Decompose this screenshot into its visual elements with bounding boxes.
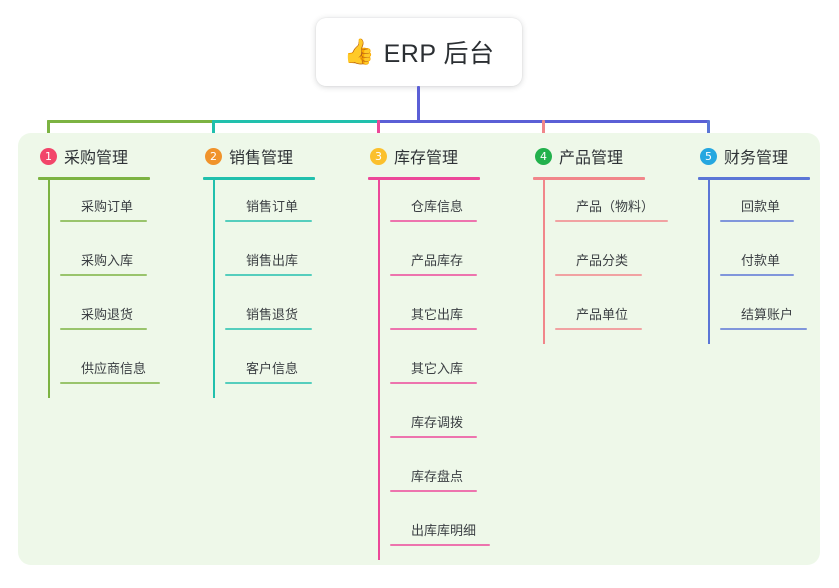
module-header-3[interactable]: 3 库存管理 [366,144,458,168]
root-node-card[interactable]: 👍 ERP 后台 [316,18,522,86]
module-item-label: 供应商信息 [81,361,147,376]
module-item-label: 其它出库 [411,307,464,322]
module-item-underline [720,274,794,276]
module-spine [48,180,50,398]
module-item-label: 其它入库 [411,361,464,376]
module-item-label: 回款单 [741,199,781,214]
column-stub-2 [212,120,215,143]
thumbs-up-icon: 👍 [343,37,375,66]
module-title: 库存管理 [394,150,459,167]
column-stub-4 [542,120,545,143]
module-number-badge: 5 [700,147,717,165]
module-column-5: 5 财务管理回款单付款单结算账户 [696,144,810,344]
module-item-label: 仓库信息 [411,199,464,214]
module-item-underline [390,436,477,438]
module-number-badge: 2 [205,147,222,165]
module-spine [543,180,545,344]
module-item-underline [555,328,642,330]
module-header-2[interactable]: 2 销售管理 [201,144,293,168]
module-item-label: 采购入库 [81,253,134,268]
module-spine [213,180,215,398]
module-item-underline [60,382,160,384]
module-column-3: 3 库存管理仓库信息产品库存其它出库其它入库库存调拨库存盘点出库库明细 [366,144,490,560]
module-item-underline [60,328,147,330]
root-title: ERP 后台 [383,40,495,68]
module-item-underline [390,382,477,384]
module-item-underline [390,328,477,330]
module-item-label: 销售订单 [246,199,299,214]
column-stub-1 [47,120,50,143]
module-item-label: 结算账户 [741,307,794,322]
module-spine [378,180,380,560]
module-item-underline [60,274,147,276]
module-underline [698,177,810,180]
module-column-4: 4 产品管理产品（物料） 产品分类产品单位 [531,144,668,344]
module-item-label: 销售退货 [246,307,299,322]
module-underline [38,177,150,180]
module-item-underline [225,274,312,276]
module-item-label: 销售出库 [246,253,299,268]
root-node-content: 👍 ERP 后台 [343,34,494,70]
root-drop-line [417,86,420,123]
column-stub-5 [707,120,710,143]
module-item-underline [390,544,490,546]
module-number-badge: 1 [40,147,57,165]
module-item-label: 付款单 [741,253,781,268]
module-column-1: 1 采购管理采购订单采购入库采购退货供应商信息 [36,144,160,398]
module-item-label: 采购退货 [81,307,134,322]
module-item-label: 产品分类 [576,253,629,268]
module-item-underline [555,220,668,222]
module-spine [708,180,710,344]
module-underline [368,177,480,180]
module-item-label: 出库库明细 [411,523,477,538]
module-item-underline [390,490,477,492]
modules-panel [18,133,820,565]
module-item-underline [555,274,642,276]
module-header-5[interactable]: 5 财务管理 [696,144,788,168]
module-item-underline [225,382,312,384]
module-item-underline [390,274,477,276]
module-number-badge: 3 [370,147,387,165]
module-header-4[interactable]: 4 产品管理 [531,144,623,168]
module-item-label: 产品库存 [411,253,464,268]
module-title: 销售管理 [229,150,294,167]
module-item-label: 客户信息 [246,361,299,376]
module-item-underline [390,220,477,222]
module-item-label: 库存盘点 [411,469,464,484]
module-item-underline [225,220,312,222]
module-title: 财务管理 [724,150,789,167]
module-underline [203,177,315,180]
module-item-underline [720,220,794,222]
column-stub-3 [377,120,380,143]
module-item-underline [60,220,147,222]
module-item-label: 库存调拨 [411,415,464,430]
module-item-label: 产品（物料） [576,199,655,214]
module-underline [533,177,645,180]
bus-segment-2 [212,120,379,123]
module-item-label: 采购订单 [81,199,134,214]
module-item-label: 产品单位 [576,307,629,322]
module-header-1[interactable]: 1 采购管理 [36,144,128,168]
module-item-underline [225,328,312,330]
module-title: 产品管理 [559,150,624,167]
module-column-2: 2 销售管理销售订单销售出库销售退货客户信息 [201,144,315,398]
bus-segment-1 [47,120,214,123]
module-item-underline [720,328,807,330]
module-title: 采购管理 [64,150,129,167]
module-number-badge: 4 [535,147,552,165]
